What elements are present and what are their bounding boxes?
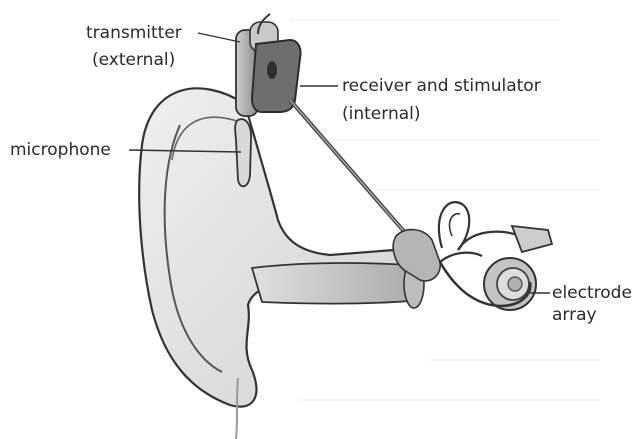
electrode-label: electrode	[552, 282, 632, 304]
semicircular-canals	[439, 202, 520, 262]
cochlea-core	[508, 277, 522, 291]
microphone-body	[235, 119, 251, 186]
receiver-label: receiver and stimulator	[342, 75, 541, 97]
receiver-note-label: (internal)	[342, 103, 421, 125]
transmitter-leader	[198, 33, 240, 42]
electrode-note-label: array	[552, 304, 597, 326]
auditory-nerve	[512, 226, 552, 252]
microphone-label: microphone	[10, 139, 111, 161]
ear-canal	[252, 263, 420, 304]
transmitter-label: transmitter	[86, 22, 182, 44]
outer-ear	[139, 88, 420, 406]
transmitter-note-label: (external)	[92, 49, 175, 71]
receiver-magnet	[267, 61, 277, 79]
